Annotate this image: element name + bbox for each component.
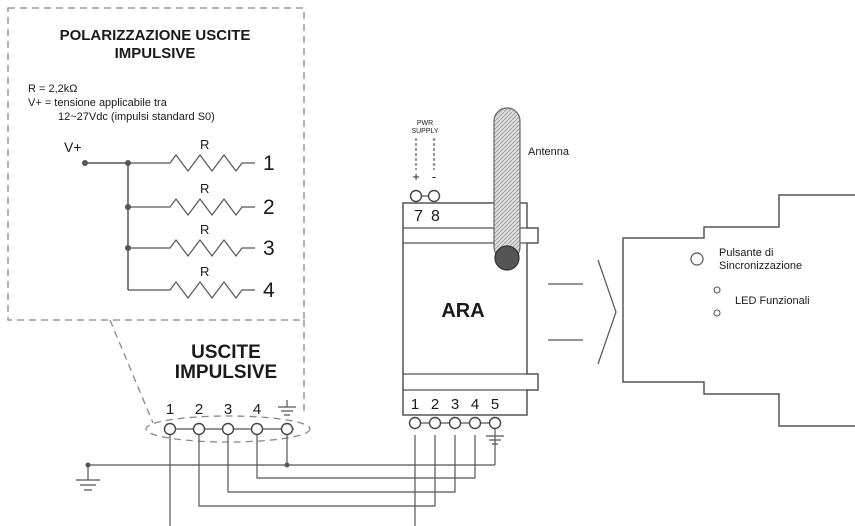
resistor-label-2: R xyxy=(200,181,209,196)
resistor-4 xyxy=(128,281,255,299)
bottom-terminal-label-3: 3 xyxy=(451,396,459,413)
sync-button-label-line1: Pulsante di xyxy=(719,247,773,259)
power-supply-wires xyxy=(415,138,435,170)
detail-title-line1: POLARIZZAZIONE USCITE xyxy=(60,27,251,44)
pulse-output-block: USCITE IMPULSIVE 1 2 3 4 xyxy=(145,342,311,443)
resistor-row-4: R 4 xyxy=(128,264,275,302)
device-terminal-1 xyxy=(408,416,422,430)
front-panel-outline xyxy=(622,194,855,427)
resistor-value-note: R = 2,2kΩ xyxy=(28,83,78,95)
device-name: ARA xyxy=(441,300,484,322)
channel-label-1: 1 xyxy=(263,152,275,175)
outputs-title-line2: IMPULSIVE xyxy=(175,362,277,383)
detail-dashed-frame xyxy=(7,7,305,321)
resistor-3 xyxy=(128,239,255,257)
antenna-icon xyxy=(493,107,521,271)
bottom-terminal-label-5: 5 xyxy=(491,396,499,413)
output-terminal-label-3: 3 xyxy=(224,401,232,418)
output-terminal-3 xyxy=(221,422,235,436)
resistor-row-3: R 3 xyxy=(128,222,275,260)
resistor-row-2: R 2 xyxy=(128,181,275,219)
vplus-label: V+ xyxy=(64,139,82,155)
outputs-title-line1: USCITE xyxy=(191,342,261,363)
resistor-label-4: R xyxy=(200,264,209,279)
output-terminal-ground xyxy=(280,422,294,436)
ground-icon xyxy=(278,400,296,416)
sync-button-label-line2: Sincronizzazione xyxy=(719,260,802,272)
zoom-callout-left xyxy=(109,319,154,424)
voltage-note: V+ = tensione applicabile tra xyxy=(28,97,168,109)
output-terminal-2 xyxy=(192,422,206,436)
antenna-label: Antenna xyxy=(528,146,570,158)
resistor-label-1: R xyxy=(200,137,209,152)
zoom-arrow-icon xyxy=(548,259,617,365)
wire-channel-4 xyxy=(256,435,476,479)
channel-label-4: 4 xyxy=(263,279,275,302)
device-ground-icon xyxy=(486,435,504,445)
output-terminal-label-1: 1 xyxy=(166,401,174,418)
resistor-2 xyxy=(128,198,255,216)
detail-title-line2: IMPULSIVE xyxy=(115,45,196,62)
front-panel-detail: Pulsante di Sincronizzazione LED Funzion… xyxy=(622,194,855,427)
device-housing-seams xyxy=(403,227,527,391)
ara-device: PWR SUPPLY + - 7 8 ARA 1 2 3 4 5 Antenna xyxy=(402,107,570,445)
power-minus-label: - xyxy=(432,169,436,184)
power-supply-label-line2: SUPPLY xyxy=(411,128,438,135)
led-1 xyxy=(713,286,721,294)
bottom-terminal-label-2: 2 xyxy=(431,396,439,413)
power-terminal-plus xyxy=(409,189,423,203)
resistor-1 xyxy=(128,154,255,172)
output-terminal-label-2: 2 xyxy=(195,401,203,418)
wire-channel-2 xyxy=(198,435,436,507)
device-terminal-2 xyxy=(428,416,442,430)
leds-label: LED Funzionali xyxy=(735,295,810,307)
resistor-row-1: R 1 xyxy=(128,137,275,175)
output-terminal-4 xyxy=(250,422,264,436)
channel-label-3: 3 xyxy=(263,237,275,260)
resistor-label-3: R xyxy=(200,222,209,237)
sync-button xyxy=(690,252,704,266)
power-plus-label: + xyxy=(412,169,420,184)
bottom-terminal-label-4: 4 xyxy=(471,396,479,413)
voltage-range-note: 12~27Vdc (impulsi standard S0) xyxy=(58,111,215,123)
top-terminal-label-8: 8 xyxy=(431,208,440,225)
ground-icon-left xyxy=(76,465,100,491)
output-terminal-1 xyxy=(163,422,177,436)
power-terminal-minus xyxy=(427,189,441,203)
bottom-terminal-label-1: 1 xyxy=(411,396,419,413)
device-terminal-5 xyxy=(488,416,502,430)
output-terminal-label-4: 4 xyxy=(253,401,261,418)
polarization-detail: POLARIZZAZIONE USCITE IMPULSIVE R = 2,2k… xyxy=(7,7,305,321)
wire-channel-3 xyxy=(227,435,456,493)
led-2 xyxy=(713,309,721,317)
wiring xyxy=(76,435,496,526)
device-terminal-4 xyxy=(468,416,482,430)
device-terminal-3 xyxy=(448,416,462,430)
channel-label-2: 2 xyxy=(263,196,275,219)
power-supply-label-line1: PWR xyxy=(417,120,433,127)
top-terminal-label-7: 7 xyxy=(414,208,423,225)
